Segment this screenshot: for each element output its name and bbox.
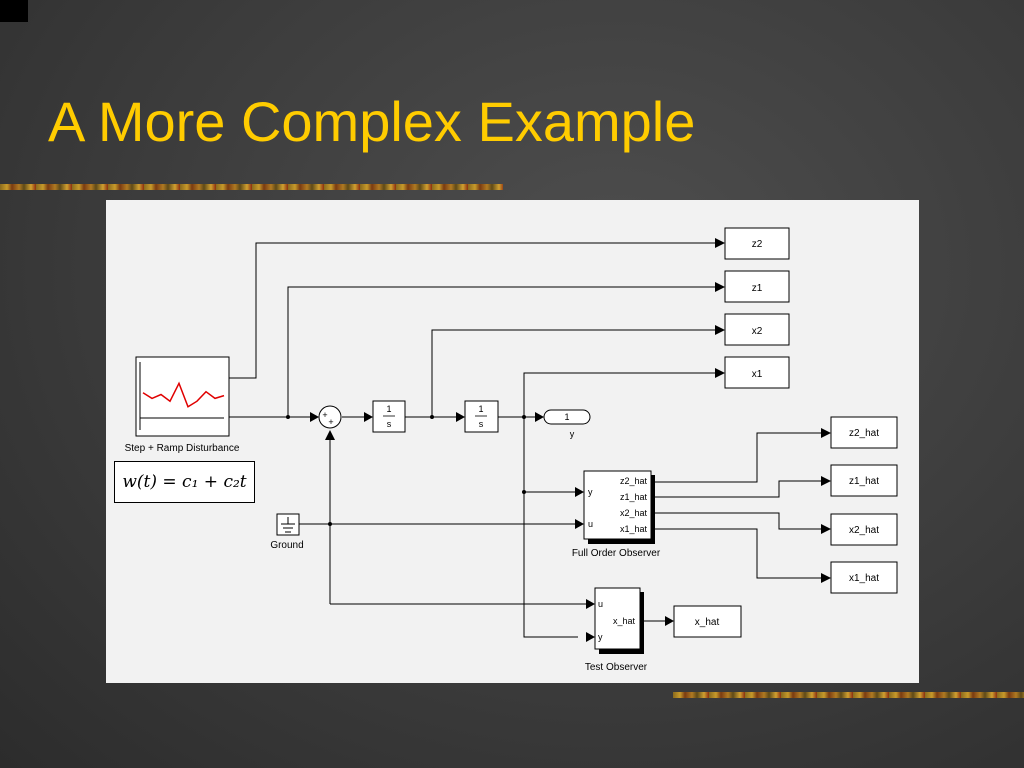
wire-z1hat (652, 480, 825, 498)
integrator-block-1[interactable]: 1 s (372, 400, 406, 433)
signal-wires (229, 242, 825, 638)
wire-to-z2 (229, 242, 719, 379)
arrow-sum-a (310, 412, 319, 422)
wire-to-x1 (523, 372, 719, 417)
integrator-block-2[interactable]: 1 s (464, 400, 499, 433)
output-label-x1: x1 (752, 369, 763, 380)
arrow-observer-y (575, 487, 584, 497)
arrow-z2hat (821, 428, 831, 438)
sum-block[interactable]: + + (318, 405, 342, 429)
test-observer-block[interactable]: u y x_hat Test Observer (585, 587, 648, 673)
junction-dot (522, 415, 526, 419)
arrow-observer-u (575, 519, 584, 529)
wire-to-z1 (287, 286, 719, 417)
integrator-1-denominator: s (387, 419, 392, 429)
sum-sign-b: + (328, 417, 333, 427)
outport-y-number: 1 (564, 412, 569, 422)
test-observer-port-u: u (598, 599, 603, 609)
integrator-2-denominator: s (479, 419, 484, 429)
ground-label: Ground (270, 540, 303, 551)
arrow-z1 (715, 282, 725, 292)
corner-square (0, 0, 28, 22)
wire-x2hat (652, 512, 825, 530)
full-observer-label: Full Order Observer (572, 548, 661, 559)
output-block-z2[interactable]: z2 (724, 227, 790, 260)
full-observer-port-y: y (588, 487, 593, 497)
output-label-z2: z2 (752, 239, 763, 250)
ground-block[interactable]: Ground (270, 513, 304, 551)
output-label-x1-hat: x1_hat (849, 573, 879, 584)
junction-dots (286, 415, 526, 526)
output-label-x2: x2 (752, 326, 763, 337)
test-observer-port-xhat: x_hat (613, 616, 636, 626)
output-label-x2-hat: x2_hat (849, 525, 879, 536)
output-label-z1: z1 (752, 283, 763, 294)
wire-z2hat (652, 432, 825, 483)
arrow-test-y (586, 632, 595, 642)
full-observer-port-x2hat: x2_hat (620, 508, 648, 518)
test-observer-port-y: y (598, 632, 603, 642)
output-block-x1[interactable]: x1 (724, 356, 790, 389)
junction-dot (522, 490, 526, 494)
full-observer-port-x1hat: x1_hat (620, 524, 648, 534)
block-diagram: z2 z1 x2 x1 Step + Ramp Disturbance + + (125, 227, 898, 673)
sum-sign-a: + (322, 410, 327, 420)
arrow-x-hat (665, 616, 674, 626)
output-label-z2-hat: z2_hat (849, 428, 879, 439)
arrowheads (310, 238, 831, 642)
wire-to-x2 (431, 329, 719, 417)
disturbance-block[interactable]: Step + Ramp Disturbance (125, 356, 240, 454)
outport-y[interactable]: 1 y (543, 409, 591, 439)
disturbance-label: Step + Ramp Disturbance (125, 443, 240, 454)
arrow-sum-b (325, 430, 335, 440)
arrow-z2 (715, 238, 725, 248)
slide-title: A More Complex Example (48, 90, 696, 153)
integrator-2-numerator: 1 (478, 404, 483, 414)
arrow-int2 (456, 412, 465, 422)
junction-dot (328, 522, 332, 526)
arrow-x2hat (821, 524, 831, 534)
arrow-x1hat (821, 573, 831, 583)
output-label-z1-hat: z1_hat (849, 476, 879, 487)
disturbance-signal-trace (142, 381, 225, 408)
simulink-diagram: z2 z1 x2 x1 Step + Ramp Disturbance + + (106, 200, 919, 683)
arrow-z1hat (821, 476, 831, 486)
output-block-z2-hat[interactable]: z2_hat (830, 416, 898, 449)
junction-dot (430, 415, 434, 419)
arrow-x1 (715, 368, 725, 378)
test-observer-label: Test Observer (585, 662, 648, 673)
output-block-z1[interactable]: z1 (724, 270, 790, 303)
arrow-int1 (364, 412, 373, 422)
full-observer-port-z2hat: z2_hat (620, 476, 648, 486)
decorative-stripe-top (0, 184, 503, 190)
full-observer-port-z1hat: z1_hat (620, 492, 648, 502)
arrow-y-out (535, 412, 544, 422)
output-block-z1-hat[interactable]: z1_hat (830, 464, 898, 497)
output-block-x1-hat[interactable]: x1_hat (830, 561, 898, 594)
output-block-x-hat[interactable]: x_hat (673, 605, 742, 638)
output-block-x2[interactable]: x2 (724, 313, 790, 346)
full-observer-port-u: u (588, 519, 593, 529)
output-block-x2-hat[interactable]: x2_hat (830, 513, 898, 546)
arrow-test-u (586, 599, 595, 609)
full-order-observer-block[interactable]: y u z2_hat z1_hat x2_hat x1_hat Full Ord… (572, 470, 661, 559)
junction-dot (286, 415, 290, 419)
output-label-x-hat: x_hat (695, 617, 720, 628)
disturbance-equation: w(t) = c₁ + c₂t (114, 461, 255, 503)
integrator-1-numerator: 1 (386, 404, 391, 414)
wire-x1hat (652, 528, 825, 579)
outport-y-label: y (570, 429, 575, 439)
decorative-stripe-bottom (673, 692, 1024, 698)
arrow-x2 (715, 325, 725, 335)
